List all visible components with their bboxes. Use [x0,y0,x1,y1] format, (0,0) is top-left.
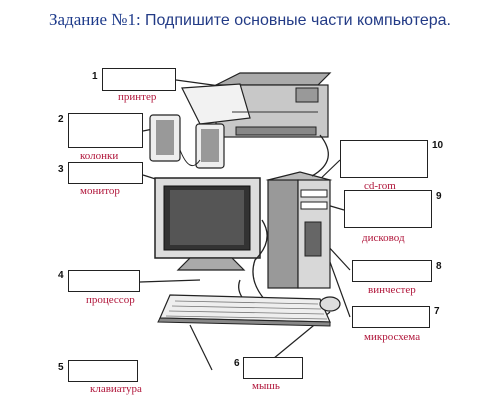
answer-box-10[interactable] [340,140,428,178]
label-printer: принтер [118,91,157,103]
answer-box-2[interactable] [68,113,143,148]
mouse-icon [319,296,341,312]
label-cd-rom: cd-rom [364,180,396,192]
answer-box-1[interactable] [102,68,176,91]
item-number-10: 10 [432,140,444,151]
printer-icon [181,72,332,138]
label-hard-drive: винчестер [368,284,416,296]
label-chip: микросхема [364,331,421,343]
item-number-5: 5 [58,362,64,373]
answer-box-5[interactable] [68,360,138,382]
item-number-7: 7 [434,306,440,317]
task-number: Задание №1: [49,10,141,29]
item-number-1: 1 [92,71,98,82]
page-title: Задание №1: Подпишите основные части ком… [0,10,500,30]
answer-box-8[interactable] [352,260,432,282]
item-number-9: 9 [436,191,442,202]
label-mouse: мышь [252,380,280,392]
answer-box-7[interactable] [352,306,430,328]
item-number-8: 8 [436,261,442,272]
label-processor: процессор [86,294,135,306]
label-floppy-drive: дисковод [362,232,405,244]
item-number-4: 4 [58,270,64,281]
label-speakers: колонки [80,150,119,162]
task-text: Подпишите основные части компьютера. [144,12,451,29]
answer-box-9[interactable] [344,190,432,228]
answer-box-4[interactable] [68,270,140,292]
speakers-icon [149,114,225,169]
item-number-2: 2 [58,114,64,125]
item-number-3: 3 [58,164,64,175]
answer-box-6[interactable] [243,357,303,379]
monitor-icon [154,177,261,271]
system-unit-icon [265,171,333,289]
label-keyboard: клавиатура [90,383,142,395]
item-number-6: 6 [234,358,240,369]
label-monitor: монитор [80,185,120,197]
keyboard-icon [157,294,331,327]
answer-box-3[interactable] [68,162,143,184]
